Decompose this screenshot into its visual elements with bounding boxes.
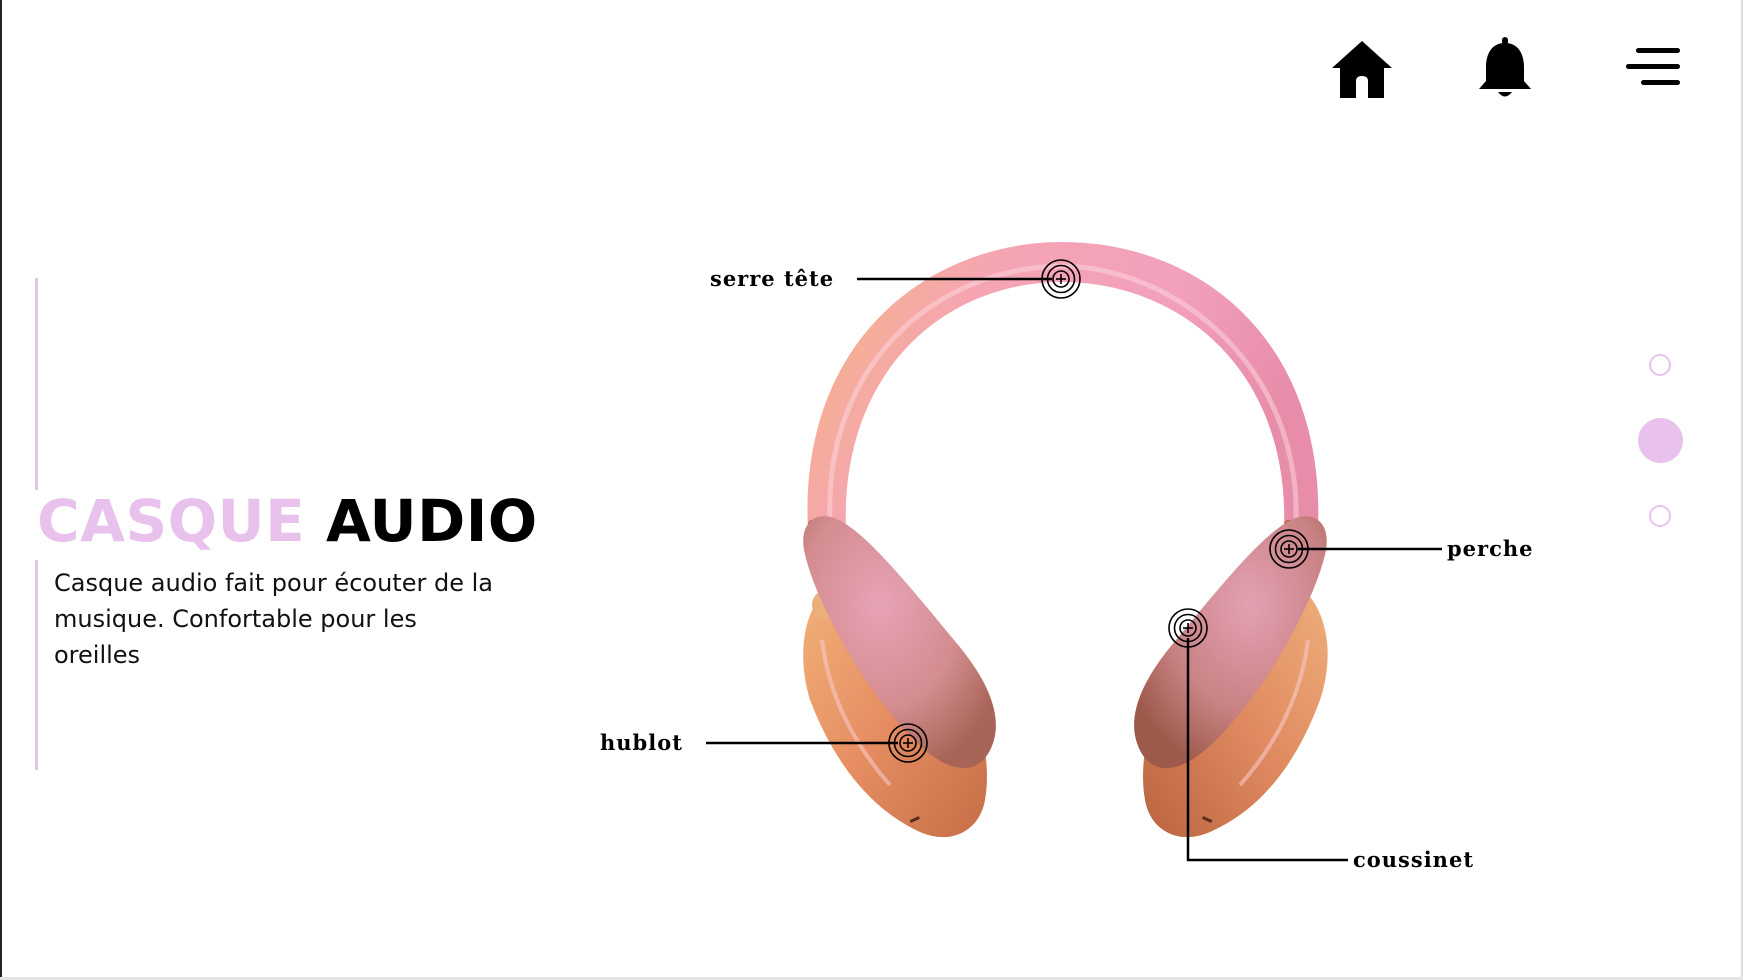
- frame-border-left: [0, 0, 2, 980]
- product-description: Casque audio fait pour écouter de la mus…: [54, 569, 493, 669]
- right-cushion: [1134, 516, 1327, 769]
- headphones-illustration: serre tête perche: [560, 220, 1660, 900]
- callout-headband: serre tête: [710, 266, 1052, 291]
- title-accent-word: CASQUE: [37, 487, 306, 555]
- frame-border-right: [1741, 0, 1743, 980]
- hotspot-earcup[interactable]: [888, 723, 928, 763]
- callout-label-cushion: coussinet: [1353, 847, 1474, 872]
- hotspot-headband[interactable]: [1041, 259, 1081, 299]
- left-cushion: [803, 516, 996, 769]
- page-title: CASQUE AUDIO: [37, 484, 538, 558]
- hotspot-cushion[interactable]: [1168, 608, 1208, 648]
- bell-icon[interactable]: [1469, 34, 1541, 106]
- pagination-dot-3[interactable]: [1649, 505, 1671, 527]
- pagination-dot-2-active[interactable]: [1638, 418, 1683, 463]
- home-icon[interactable]: [1326, 34, 1398, 106]
- callout-earcup: hublot: [600, 730, 898, 755]
- menu-icon[interactable]: [1613, 34, 1685, 106]
- callout-label-headband: serre tête: [710, 266, 834, 291]
- callout-label-earcup: hublot: [600, 730, 683, 755]
- headband: [807, 242, 1319, 530]
- title-main-word: AUDIO: [325, 487, 538, 555]
- callout-cushion: coussinet: [1186, 638, 1474, 872]
- callout-label-slider: perche: [1447, 536, 1534, 561]
- hotspot-slider[interactable]: [1269, 529, 1309, 569]
- accent-rule-top: [35, 278, 38, 490]
- pagination-dot-1[interactable]: [1649, 354, 1671, 376]
- callout-slider: perche: [1298, 536, 1534, 561]
- accent-rule-bottom: [35, 560, 38, 770]
- frame-border-bottom: [0, 977, 1743, 980]
